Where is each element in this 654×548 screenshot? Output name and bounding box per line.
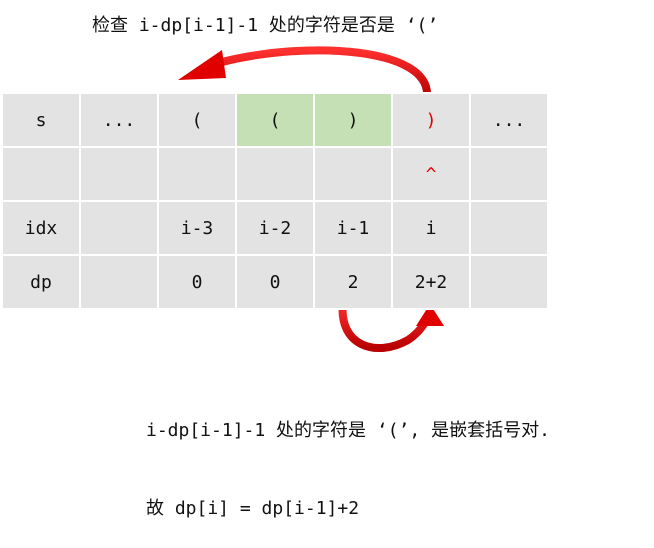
- cell-idx-6: [469, 200, 549, 256]
- cell-caret-3: [235, 146, 315, 202]
- bottom-caption-line1: i-dp[i-1]-1 处的字符是 ‘(’, 是嵌套括号对.: [146, 420, 550, 441]
- row-caret: ^: [1, 146, 549, 202]
- cell-idx-i-1: i-1: [313, 200, 393, 256]
- cell-s-i-1: ): [313, 92, 393, 148]
- cell-caret-6: [469, 146, 549, 202]
- row-dp: dp 0 0 2 2+2: [1, 254, 549, 310]
- cell-idx-label: idx: [1, 200, 81, 256]
- cell-dp-i-1: 2: [313, 254, 393, 310]
- cell-dp-6: [469, 254, 549, 310]
- cell-idx-i: i: [391, 200, 471, 256]
- cell-dp-i-3: 0: [157, 254, 237, 310]
- cell-caret-0: [1, 146, 81, 202]
- top-curved-arrow: [178, 46, 432, 100]
- cell-caret-4: [313, 146, 393, 202]
- cell-dp-i-2: 0: [235, 254, 315, 310]
- cell-s-i-3: (: [157, 92, 237, 148]
- cell-s-ellipsis-right: ...: [469, 92, 549, 148]
- cell-dp-i: 2+2: [391, 254, 471, 310]
- cell-idx-1: [79, 200, 159, 256]
- caret-marker: ^: [391, 146, 471, 202]
- bottom-curved-arrow: [338, 298, 444, 352]
- cell-dp-label: dp: [1, 254, 81, 310]
- cell-caret-1: [79, 146, 159, 202]
- cell-idx-i-2: i-2: [235, 200, 315, 256]
- cell-idx-i-3: i-3: [157, 200, 237, 256]
- top-caption: 检查 i-dp[i-1]-1 处的字符是否是 ‘(’: [92, 15, 439, 36]
- cell-caret-2: [157, 146, 237, 202]
- cell-s-ellipsis-left: ...: [79, 92, 159, 148]
- cell-s-i: ): [391, 92, 471, 148]
- dp-table: s ... ( ( ) ) ... ^ idx i-3 i-2 i-1 i dp…: [1, 92, 549, 310]
- row-idx: idx i-3 i-2 i-1 i: [1, 200, 549, 256]
- row-s: s ... ( ( ) ) ...: [1, 92, 549, 148]
- arrow-layer: [178, 46, 444, 352]
- cell-s-label: s: [1, 92, 81, 148]
- cell-dp-1: [79, 254, 159, 310]
- cell-s-i-2: (: [235, 92, 315, 148]
- bottom-caption: i-dp[i-1]-1 处的字符是 ‘(’, 是嵌套括号对. 故 dp[i] =…: [146, 366, 550, 548]
- bottom-caption-line2: 故 dp[i] = dp[i-1]+2: [146, 498, 360, 519]
